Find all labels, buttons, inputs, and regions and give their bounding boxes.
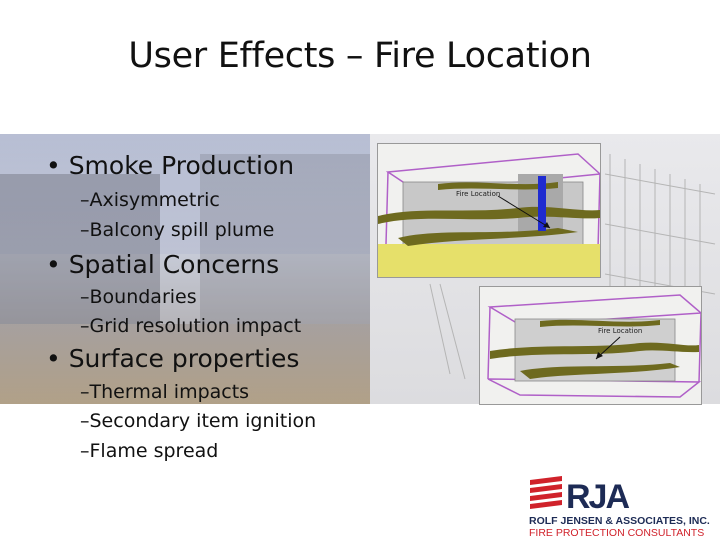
- sub-bullet: –Balcony spill plume: [80, 219, 275, 241]
- sub-bullet: –Thermal impacts: [80, 381, 250, 403]
- sub-bullet: –Boundaries: [80, 286, 197, 308]
- bullet-smoke-production: • Smoke Production: [46, 151, 295, 180]
- fire-location-label-top: Fire Location: [456, 190, 500, 198]
- fire-location-figure-top: Fire Location: [377, 143, 601, 278]
- logo-tagline: FIRE PROTECTION CONSULTANTS: [529, 527, 704, 539]
- fire-location-label-bottom: Fire Location: [598, 327, 642, 335]
- sub-bullet: –Axisymmetric: [80, 189, 220, 211]
- bullet-spatial-concerns: • Spatial Concerns: [46, 250, 280, 279]
- sky-area: [0, 134, 370, 254]
- building-silhouette: [0, 174, 160, 324]
- fire-location-figure-bottom: Fire Location: [479, 286, 702, 405]
- slide-title: User Effects – Fire Location: [128, 36, 592, 76]
- sub-bullet: –Flame spread: [80, 440, 219, 462]
- logo-company-name: ROLF JENSEN & ASSOCIATES, INC.: [529, 515, 710, 527]
- street-lights: [0, 324, 370, 404]
- building-silhouette: [200, 154, 370, 324]
- bullet-surface-properties: • Surface properties: [46, 344, 300, 373]
- flame-stripes-icon: [530, 476, 562, 509]
- sub-bullet: –Grid resolution impact: [80, 315, 302, 337]
- logo-mark: RJA: [566, 478, 629, 516]
- sub-bullet: –Secondary item ignition: [80, 410, 317, 432]
- rja-logo: RJA ROLF JENSEN & ASSOCIATES, INC. FIRE …: [528, 474, 720, 540]
